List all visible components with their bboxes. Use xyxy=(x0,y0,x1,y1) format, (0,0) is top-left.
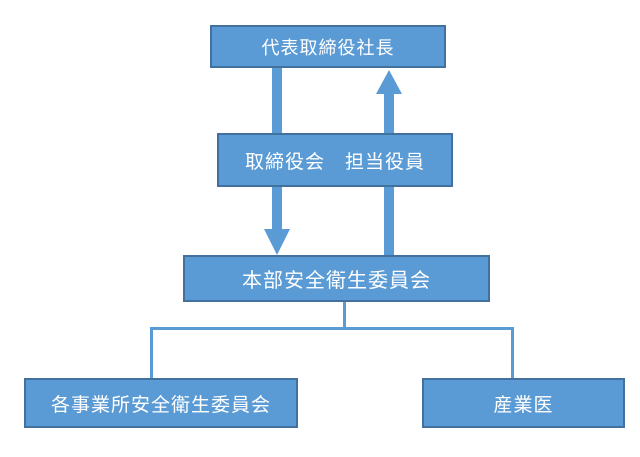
connector-right-drop xyxy=(511,327,514,380)
node-board-of-directors: 取締役会 担当役員 xyxy=(217,133,453,187)
node-industrial-physician: 産業医 xyxy=(422,378,625,428)
node-industrial-physician-label: 産業医 xyxy=(493,393,554,416)
node-board-label: 取締役会 担当役員 xyxy=(244,150,425,173)
connector-left-drop xyxy=(150,327,153,380)
connector-horizontal xyxy=(150,327,514,330)
connector-hq-drop xyxy=(343,300,346,330)
node-president-label: 代表取締役社長 xyxy=(261,37,395,59)
up-arrowhead-icon xyxy=(376,70,402,94)
node-hq-safety-committee-label: 本部安全衛生委員会 xyxy=(242,268,431,292)
node-site-safety-committees-label: 各事業所安全衛生委員会 xyxy=(50,393,271,416)
down-arrowhead-icon xyxy=(264,229,290,255)
node-hq-safety-committee: 本部安全衛生委員会 xyxy=(183,255,490,302)
node-president: 代表取締役社長 xyxy=(210,25,446,68)
node-site-safety-committees: 各事業所安全衛生委員会 xyxy=(24,378,298,428)
